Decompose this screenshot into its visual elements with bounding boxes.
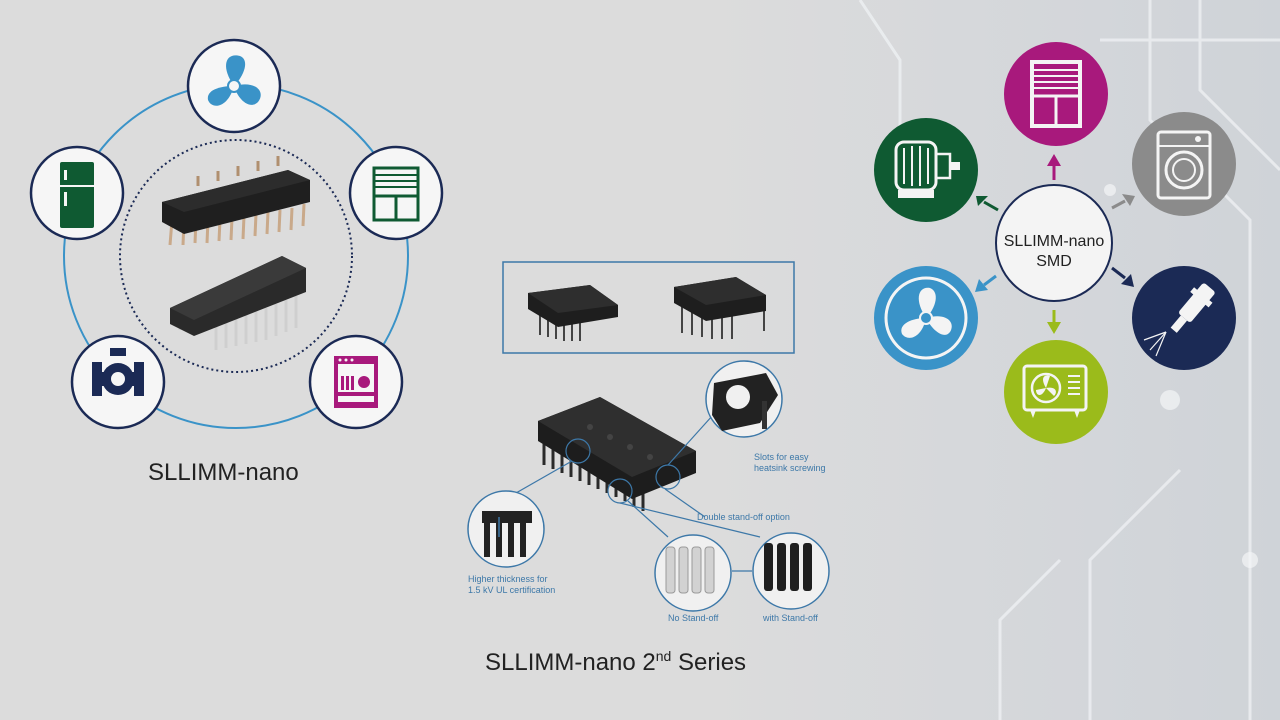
package-back-image [674,277,766,339]
fan-icon [186,38,282,134]
pump-icon [70,334,166,430]
air-conditioner-icon [1004,340,1108,444]
sllimm-nano-2nd-series-diagram [467,261,830,612]
slot-zoom-image [705,360,783,438]
smd-hub-circle [995,184,1113,302]
sllimm-nano-applications-diagram [29,38,444,430]
smd-chip-image [170,256,306,350]
thickness-zoom-image [467,490,545,568]
with-standoff-zoom-image [732,532,830,610]
slots-annotation: Slots for easy heatsink screwing [754,452,826,474]
hub-label-line1: SLLIMM-nano [1004,233,1105,250]
no-standoff-zoom-image [654,534,732,612]
washing-machine-icon [1132,112,1236,216]
package-frame [502,261,795,354]
standoff-annotation: Double stand-off option [697,512,790,522]
window-shutter-icon [348,145,444,241]
fan-icon [874,266,978,370]
sllimm-nano-smd-applications-diagram: SLLIMM-nano SMD [874,42,1236,444]
sllimm-nano-caption: SLLIMM-nano [148,459,299,486]
application-arrows [975,154,1135,334]
thickness-annotation: Higher thickness for 1.5 kV UL certifica… [468,574,556,596]
window-shutter-icon [1004,42,1108,146]
no-standoff-label: No Stand-off [668,613,719,623]
motor-icon [874,118,978,222]
package-front-image [528,285,618,341]
refrigerator-icon [29,145,125,241]
dishwasher-icon [308,334,404,430]
sllimm-nano-2nd-series-caption: SLLIMM-nano 2nd Series [485,648,747,676]
injector-icon [1132,266,1236,370]
hub-label-line2: SMD [1036,253,1072,270]
dip-chip-image [162,156,310,246]
with-standoff-label: with Stand-off [763,613,818,623]
